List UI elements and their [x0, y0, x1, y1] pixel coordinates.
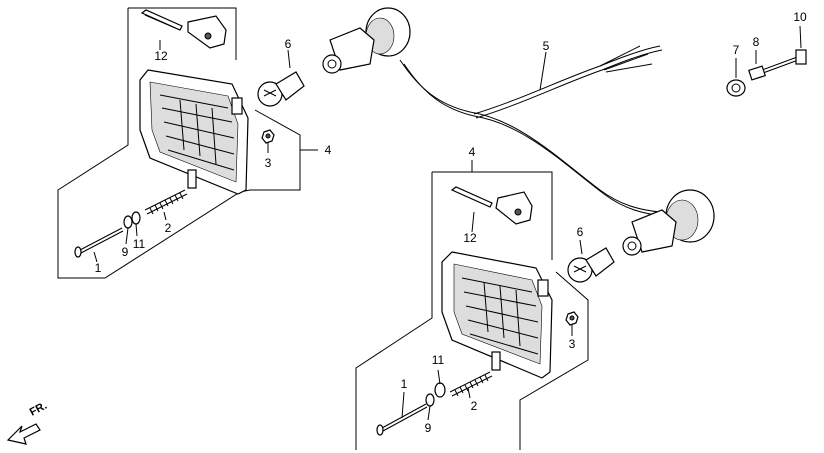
- lower-washer-11: [434, 382, 446, 398]
- wiring-harness: [399, 45, 665, 217]
- callout-11-upper: 11: [133, 237, 146, 251]
- callout-11-lower: 11: [432, 353, 445, 367]
- upper-headlight-tab: [187, 169, 197, 189]
- upper-clip-assembly: [140, 9, 227, 49]
- lower-headlight-group: [355, 160, 589, 450]
- callout-2-lower: 2: [471, 399, 478, 413]
- callout-9-lower: 9: [425, 421, 432, 435]
- lower-group-bracket-top: [432, 171, 553, 260]
- upper-headlight-group: [57, 7, 318, 279]
- lower-bulb: [567, 239, 615, 283]
- callout-4-lower: 4: [469, 145, 476, 159]
- callout-3-lower: 3: [569, 337, 576, 351]
- upper-headlight-socket: [231, 97, 243, 115]
- front-direction-arrow-icon: [6, 423, 41, 445]
- lower-headlight: [441, 251, 553, 379]
- callout-3-upper: 3: [265, 156, 272, 170]
- callout-1-lower: 1: [401, 377, 408, 391]
- callout-4-upper: 4: [325, 143, 332, 157]
- collar-8: [748, 50, 766, 81]
- upper-washer-11: [131, 211, 141, 225]
- callout-5: 5: [543, 39, 550, 53]
- callout-10: 10: [793, 10, 807, 24]
- screw-10: [761, 25, 807, 74]
- lower-spring: [449, 371, 493, 397]
- callout-8: 8: [753, 35, 760, 49]
- upper-spring: [144, 189, 188, 215]
- lower-socket-assembly: [622, 189, 715, 256]
- upper-screw: [74, 227, 124, 258]
- grommet-7: [726, 58, 746, 97]
- upper-washer-9: [123, 215, 133, 229]
- upper-group-bracket-right: [250, 109, 301, 191]
- lower-washer-9: [425, 393, 435, 407]
- callout-1-upper: 1: [95, 261, 102, 275]
- upper-socket-assembly: [322, 7, 411, 74]
- front-direction-label: FR.: [28, 400, 49, 419]
- callout-6-upper: 6: [285, 37, 292, 51]
- callout-12-lower: 12: [463, 231, 477, 245]
- callout-9-upper: 9: [122, 245, 129, 259]
- lower-group-bracket-right: [519, 271, 589, 450]
- callout-6-lower: 6: [577, 225, 584, 239]
- lower-group-bracket: [355, 172, 433, 450]
- upper-group-bracket-top: [128, 7, 237, 60]
- lower-screw: [376, 403, 428, 436]
- callout-12-upper: 12: [154, 49, 168, 63]
- upper-headlight: [139, 69, 249, 195]
- callout-7: 7: [733, 43, 740, 57]
- lower-clip-assembly: [450, 186, 533, 225]
- upper-bulb: [257, 49, 305, 107]
- callout-2-upper: 2: [165, 221, 172, 235]
